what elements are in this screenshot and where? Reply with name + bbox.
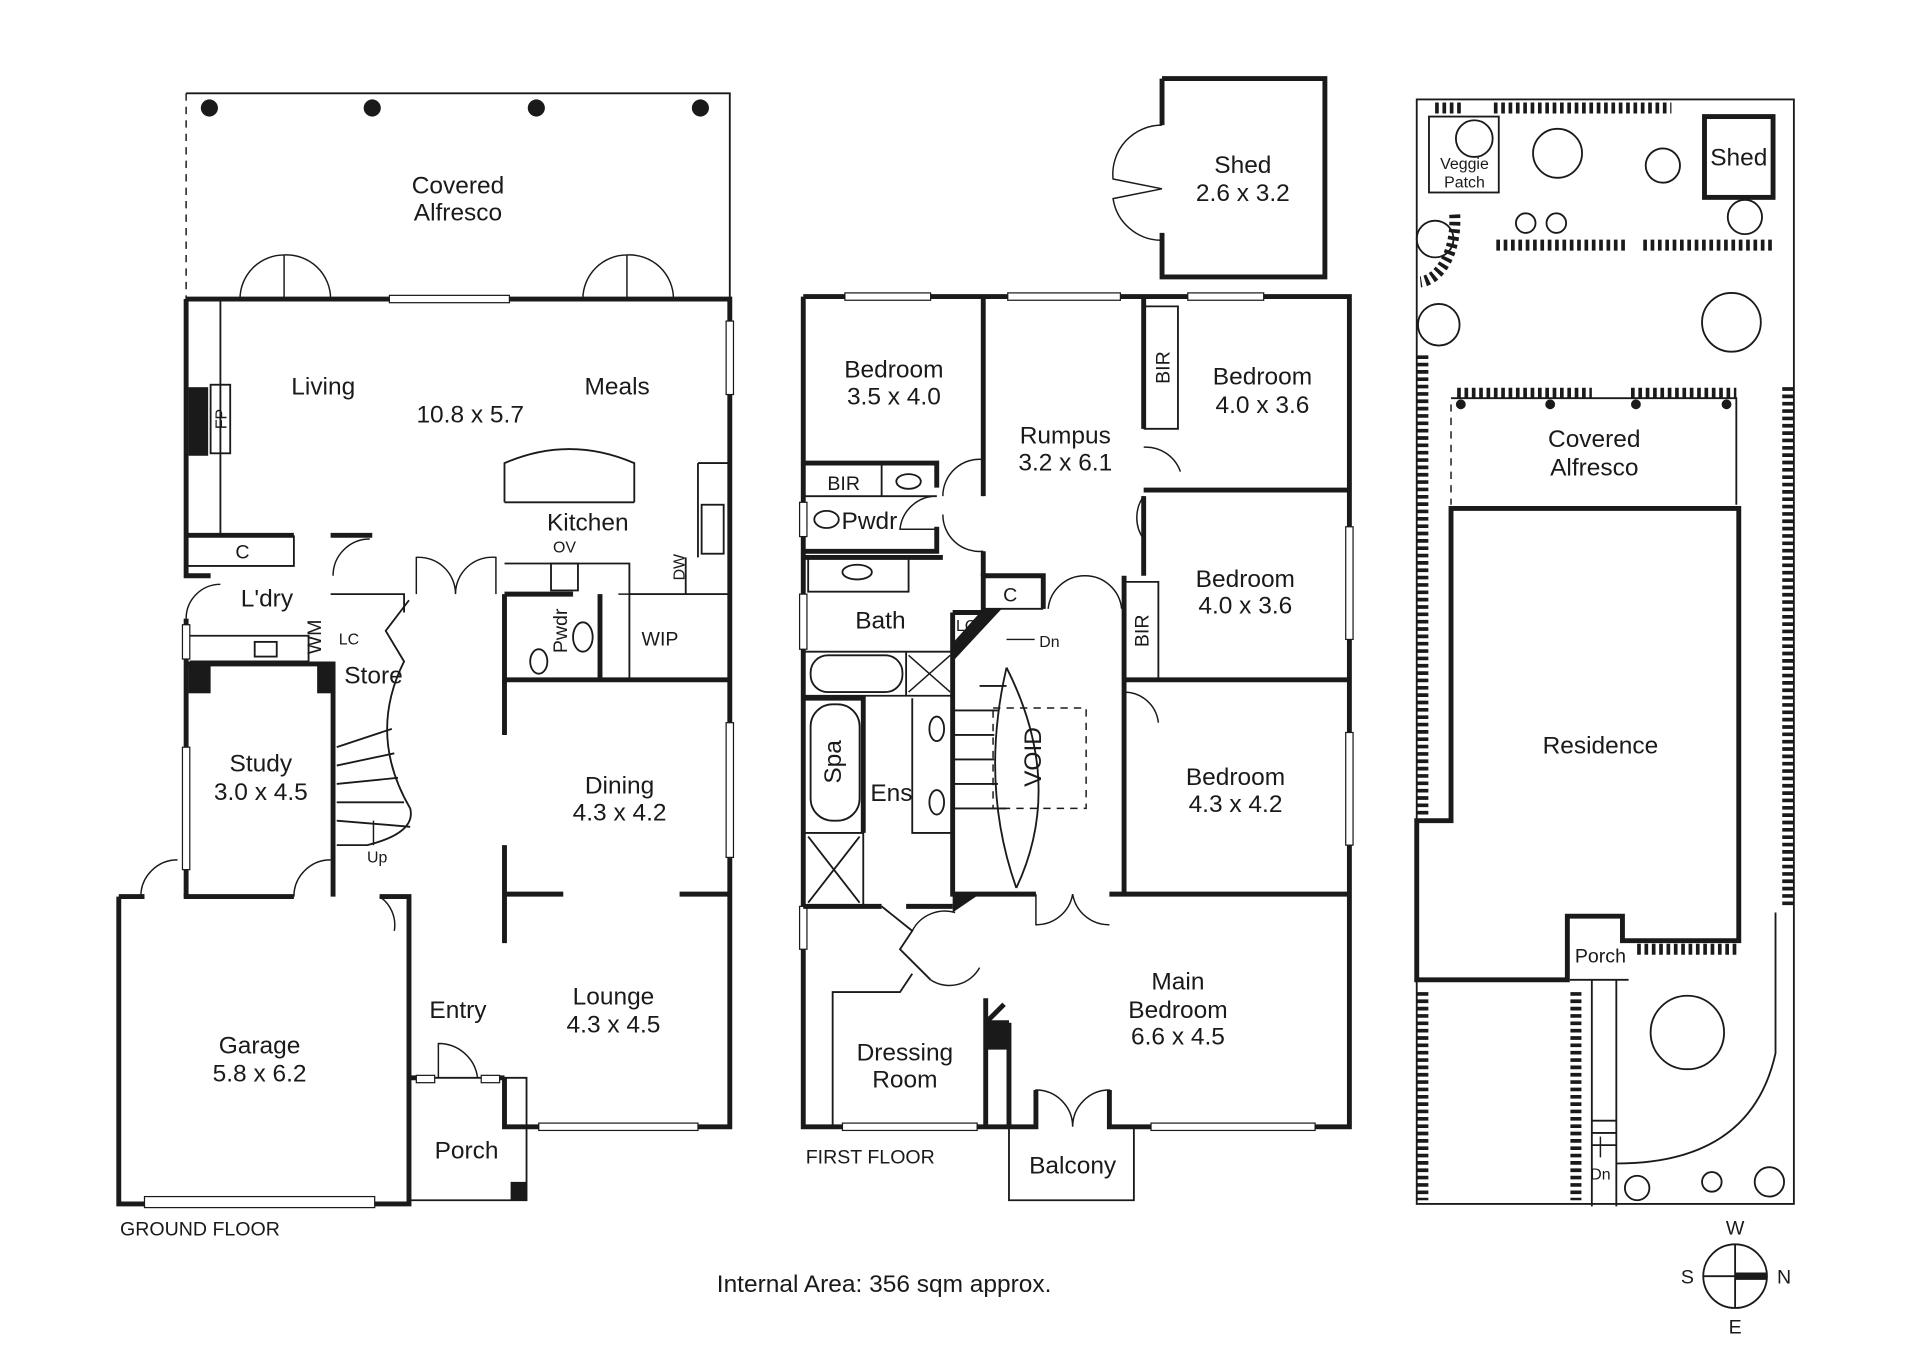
room-dims: 10.8 x 5.7 [416, 402, 523, 429]
room-dims: 3.0 x 4.5 [214, 779, 308, 806]
room-label: OV [553, 539, 576, 556]
room-dims: 2.6 x 3.2 [1196, 180, 1290, 207]
room-label: Main [1151, 969, 1204, 996]
room-dims: 3.2 x 6.1 [1018, 449, 1112, 476]
room-label: Spa [820, 740, 847, 784]
room-label: Covered [412, 173, 505, 200]
room-label: Bedroom [1196, 566, 1295, 593]
stair-label: Dn [1590, 1166, 1610, 1183]
room-label: C [235, 542, 249, 564]
room-dims: 4.0 x 3.6 [1216, 392, 1310, 419]
site-label: Residence [1543, 732, 1659, 759]
room-label: Shed [1214, 152, 1271, 179]
site-label: Veggie [1440, 156, 1489, 173]
ground-floor-caption: GROUND FLOOR [120, 1219, 280, 1241]
room-label: Kitchen [547, 509, 629, 536]
compass-north: N [1777, 1267, 1791, 1289]
tree-icons [1415, 119, 1786, 1202]
room-label: Lounge [573, 983, 655, 1010]
room-label: Meals [585, 374, 650, 401]
room-label: Garage [219, 1032, 301, 1059]
room-label: LC [339, 631, 359, 648]
alfresco-posts [200, 99, 709, 117]
room-label: Bath [855, 607, 905, 634]
room-label: DW [671, 554, 688, 581]
room-label: L'dry [241, 585, 294, 612]
site-plan: Veggie Patch Shed Covered Alfresco Resid… [1414, 98, 1795, 1207]
internal-area: Internal Area: 356 sqm approx. [717, 1271, 1052, 1298]
room-label: Pwdr [550, 608, 572, 653]
ground-floor-plan: Covered Alfresco Living 10.8 x 5.7 Meals… [116, 92, 735, 1241]
room-label: Store [344, 663, 402, 690]
site-label: Covered [1548, 426, 1641, 453]
first-floor-plan: Shed 2.6 x 3.2 Bedroom 3.5 x 4.0 Rumpus … [798, 76, 1354, 1202]
room-label: Pwdr [842, 508, 898, 535]
stair-label: Dn [1039, 634, 1059, 651]
room-label: Bedroom [1213, 364, 1312, 391]
room-dims: 4.0 x 3.6 [1198, 593, 1292, 620]
room-dims: 3.5 x 4.0 [847, 383, 941, 410]
room-label: VOID [1020, 727, 1047, 787]
room-label: Bedroom [1186, 764, 1285, 791]
compass-south: S [1681, 1267, 1694, 1289]
room-label: Living [291, 374, 355, 401]
room-label: Rumpus [1020, 423, 1111, 450]
room-label: Study [230, 751, 293, 778]
room-dims: 4.3 x 4.2 [1189, 791, 1283, 818]
room-label: Bedroom [1128, 997, 1227, 1024]
room-label: WIP [642, 629, 679, 651]
room-label: Porch [435, 1138, 499, 1165]
room-label: Ens [870, 780, 912, 807]
room-dims: 5.8 x 6.2 [213, 1060, 307, 1087]
site-label: Alfresco [1550, 454, 1638, 481]
compass-west: W [1726, 1218, 1745, 1240]
room-label: Dining [585, 773, 654, 800]
compass-icon: W S N E [1681, 1218, 1791, 1339]
room-dims: 6.6 x 4.5 [1131, 1024, 1225, 1051]
site-label: Porch [1575, 946, 1626, 968]
room-label: Balcony [1029, 1152, 1117, 1179]
room-dims: 4.3 x 4.5 [567, 1011, 661, 1038]
room-label: LC [956, 618, 976, 635]
stair-label: Up [367, 849, 387, 866]
room-label: WM [304, 620, 326, 655]
room-label: Dressing [857, 1040, 954, 1067]
site-label: Patch [1444, 175, 1485, 192]
room-label: Room [872, 1067, 937, 1094]
compass-east: E [1729, 1317, 1742, 1339]
room-label: Entry [429, 997, 487, 1024]
room-dims: 4.3 x 4.2 [573, 800, 667, 827]
room-label: Alfresco [414, 200, 502, 227]
room-label: BIR [827, 473, 860, 495]
room-label: FP [214, 409, 231, 429]
room-label: BIR [1132, 615, 1154, 648]
room-label: C [1003, 584, 1017, 606]
site-label: Shed [1710, 145, 1767, 172]
alfresco-posts [1455, 399, 1732, 410]
first-floor-caption: FIRST FLOOR [806, 1147, 935, 1169]
room-label: BIR [1152, 351, 1174, 384]
room-label: Bedroom [844, 356, 943, 383]
